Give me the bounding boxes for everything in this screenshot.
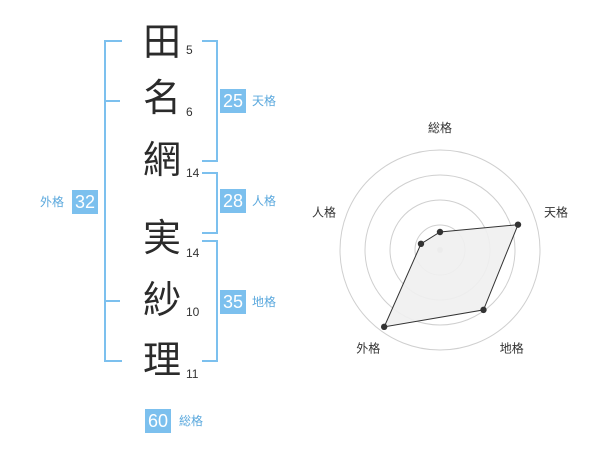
name-char-3: 網 bbox=[142, 138, 181, 182]
stroke-count-5: 10 bbox=[186, 305, 200, 319]
stroke-count-6: 11 bbox=[186, 367, 199, 381]
bracket-tick-2 bbox=[104, 300, 120, 302]
radar-ring bbox=[364, 174, 516, 326]
gaikaku-label: 外格 bbox=[40, 195, 65, 209]
gaikaku-value: 32 bbox=[72, 190, 99, 214]
radar-points bbox=[380, 221, 522, 331]
radar-axis-label: 外格 bbox=[356, 341, 380, 356]
name-char-2: 名 bbox=[142, 76, 181, 120]
name-char-6: 理 bbox=[142, 338, 181, 382]
name-char-4: 実 bbox=[142, 216, 181, 260]
tenkaku-label: 天格 bbox=[252, 94, 277, 108]
radar-point bbox=[436, 228, 444, 236]
jinkaku-bracket bbox=[202, 172, 218, 234]
bracket-tick-1 bbox=[104, 100, 120, 102]
radar-point bbox=[514, 221, 522, 228]
chikaku-value: 35 bbox=[220, 290, 247, 314]
tenkaku-value: 25 bbox=[220, 89, 247, 113]
radar-point bbox=[480, 306, 487, 314]
stroke-count-2: 6 bbox=[186, 105, 193, 119]
name-char-1: 田 bbox=[142, 20, 181, 64]
soukaku-value: 60 bbox=[145, 409, 172, 433]
tenkaku-bracket bbox=[202, 40, 218, 162]
stroke-count-4: 14 bbox=[186, 246, 200, 260]
jinkaku-value: 28 bbox=[220, 189, 247, 213]
stroke-count-1: 5 bbox=[186, 43, 193, 57]
name-char-5: 紗 bbox=[142, 278, 181, 322]
radar-axis-label: 天格 bbox=[544, 204, 568, 219]
radar-point bbox=[380, 323, 388, 331]
jinkaku-label: 人格 bbox=[252, 194, 277, 208]
chikaku-label: 地格 bbox=[252, 295, 277, 309]
radar-axis-label: 地格 bbox=[500, 341, 524, 356]
radar-axis-label: 総格 bbox=[428, 120, 452, 135]
radar-point bbox=[417, 240, 425, 248]
stroke-count-3: 14 bbox=[186, 166, 200, 180]
radar-ring bbox=[339, 149, 541, 351]
soukaku-label: 総格 bbox=[179, 414, 204, 428]
radar-data-area bbox=[383, 224, 519, 328]
gaikaku-bracket bbox=[104, 40, 122, 362]
chikaku-bracket bbox=[202, 240, 218, 362]
radar-axis-label: 人格 bbox=[312, 204, 336, 219]
